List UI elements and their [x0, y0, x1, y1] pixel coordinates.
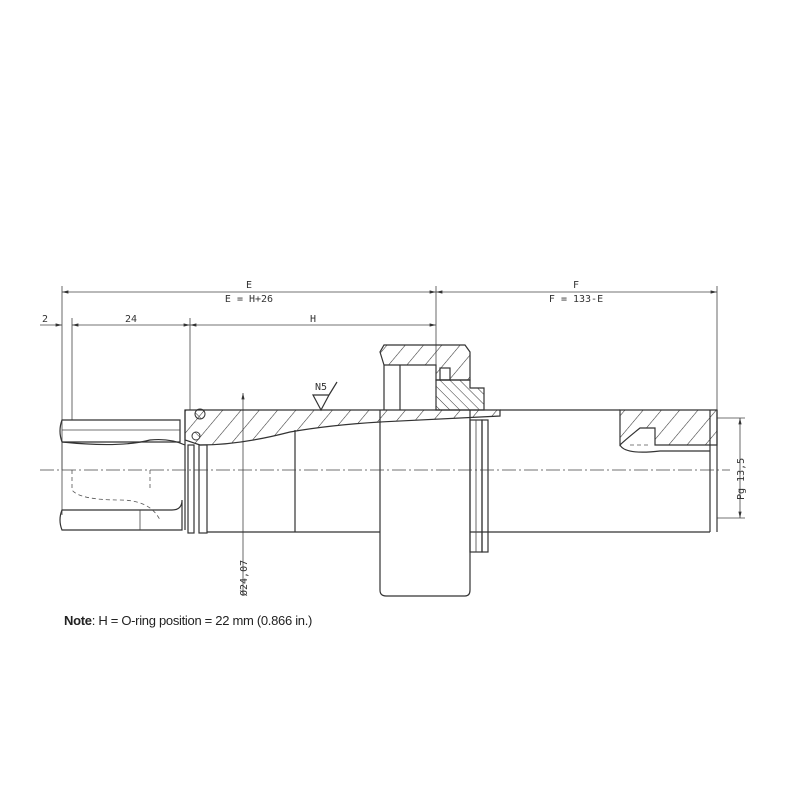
dim-offset-2: 2: [42, 314, 48, 325]
note-text: : H = O-ring position = 22 mm (0.866 in.…: [91, 613, 313, 628]
shaft-section-hatched: [184, 409, 501, 446]
dim-f-label: F: [573, 280, 579, 291]
o-ring-lower: [191, 431, 201, 441]
surface-finish-label: N5: [315, 382, 327, 393]
thread-label: Pg 13,5: [736, 458, 747, 500]
diameter-label: Ø24,07: [238, 560, 250, 596]
dim-offset-24: 24: [125, 314, 137, 325]
dimension-lines: [40, 290, 745, 596]
dim-e-formula: E = H+26: [225, 294, 273, 305]
surface-finish-symbol: [312, 381, 338, 412]
dim-h-label: H: [310, 314, 316, 325]
note-prefix: Note: [64, 613, 92, 628]
right-end-section: [619, 409, 718, 447]
note: Note: H = O-ring position = 22 mm (0.866…: [64, 613, 312, 628]
o-ring-upper: [194, 408, 206, 420]
shaft-body: [184, 409, 718, 553]
dim-f-formula: F = 133-E: [549, 294, 603, 305]
dim-e-label: E: [246, 280, 252, 291]
extension-lines: [61, 286, 718, 515]
nut: [379, 344, 485, 597]
fork-end: [59, 419, 186, 531]
